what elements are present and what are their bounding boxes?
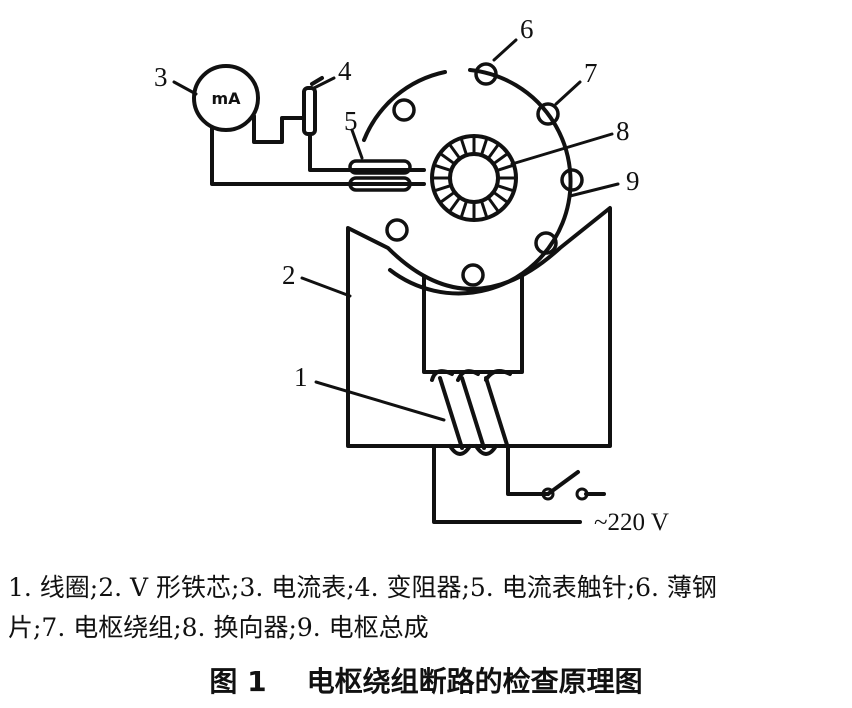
supply-circuit [432, 444, 606, 524]
label-8: 8 [616, 116, 630, 146]
legend-line-1: 1. 线圈;2. V 形铁芯;3. 电流表;4. 变阻器;5. 电流表触针;6.… [8, 573, 717, 602]
armature-assembly [362, 68, 573, 296]
v-core [346, 206, 612, 448]
commutator-segment [493, 191, 508, 204]
label-3: 3 [154, 62, 168, 92]
commutator-segment [480, 201, 488, 218]
armature-slots [385, 62, 584, 287]
commutator-segment [434, 164, 451, 172]
ammeter [192, 64, 260, 132]
commutator-segment [448, 197, 461, 212]
figure-title: 电枢绕组断路的检查原理图 [306, 665, 643, 698]
label-2: 2 [282, 260, 296, 290]
commutator-segment [460, 138, 468, 155]
label-1: 1 [294, 362, 308, 392]
legend-line-2: 片;7. 电枢绕组;8. 换向器;9. 电枢总成 [8, 613, 429, 642]
commutator-segment [460, 201, 468, 218]
coil [430, 369, 512, 456]
figure-number: 图 1 [209, 665, 267, 698]
commutator [430, 134, 518, 222]
label-4: 4 [338, 56, 352, 86]
commutator-segment [434, 184, 451, 192]
label-5: 5 [344, 106, 358, 136]
commutator-segment [497, 164, 514, 172]
commutator-segment [440, 152, 455, 165]
ammeter-probes [210, 114, 426, 192]
voltage-label: ~220 V [594, 509, 669, 536]
label-9: 9 [626, 166, 640, 196]
commutator-segment [480, 138, 488, 155]
armature-test-diagram: 1 2 3 4 5 6 7 8 9 ~220 V mA [154, 14, 669, 536]
commutator-segment [448, 144, 461, 159]
ammeter-symbol: mA [211, 89, 241, 108]
figure-caption: 图 1 电枢绕组断路的检查原理图 [0, 660, 852, 700]
commutator-segment [440, 191, 455, 204]
legend: 1. 线圈;2. V 形铁芯;3. 电流表;4. 变阻器;5. 电流表触针;6.… [8, 568, 848, 648]
commutator-segment [487, 144, 500, 159]
commutator-segment [487, 197, 500, 212]
commutator-segment [497, 184, 514, 192]
commutator-segment [493, 152, 508, 165]
leader-lines [172, 38, 620, 422]
label-6: 6 [520, 14, 534, 44]
label-7: 7 [584, 58, 598, 88]
